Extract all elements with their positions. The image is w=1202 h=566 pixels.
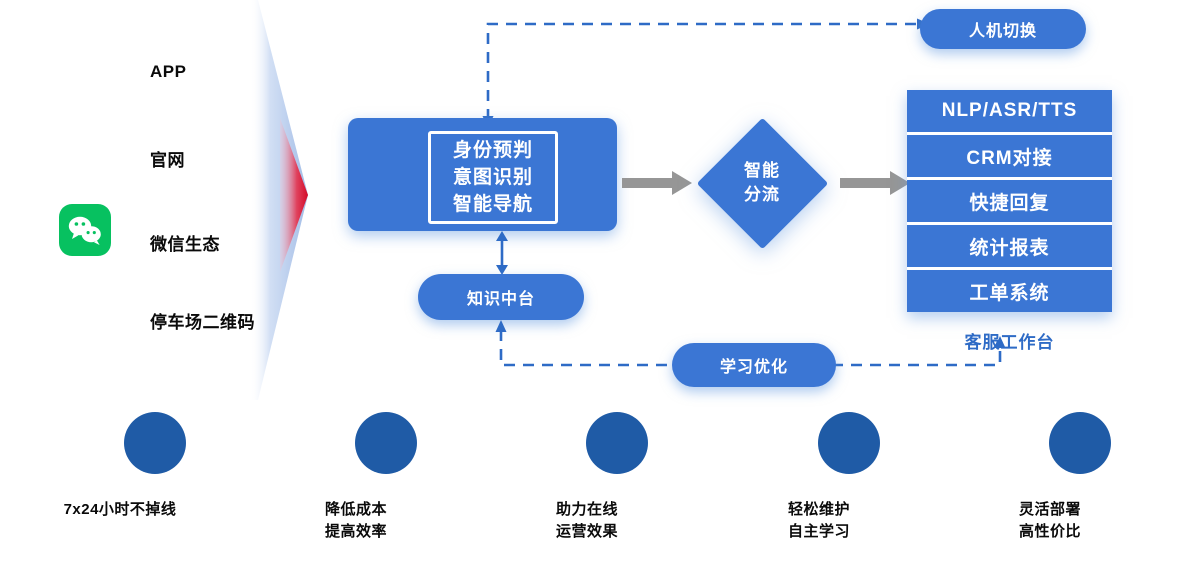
benefit-circle (817, 412, 880, 474)
benefit-label: 7x24小时不掉线 (63, 501, 177, 518)
arrow-router-to-workbench (840, 171, 910, 195)
channel-label-website: 官网 (150, 151, 185, 170)
handoff-pill-label: 人机切换 (968, 23, 1037, 40)
router-diamond-label: 智能 分流 (686, 159, 838, 207)
router-line-1: 智能 (744, 161, 780, 180)
core-engine-line-1: 身份预判 (452, 140, 533, 161)
channel-label-wechat: 微信生态 (150, 235, 220, 254)
workbench-item-ticket-system[interactable]: 工单系统 (907, 270, 1112, 312)
arrow-engine-to-router (622, 171, 692, 195)
workbench-item-quick-reply[interactable]: 快捷回复 (907, 180, 1112, 225)
channel-label-parking-qr: 停车场二维码 (150, 313, 255, 332)
benefit-item-deployment: 灵活部署 高性价比 (1019, 412, 1140, 543)
benefit-item-online-ops: 助力在线 运营效果 (556, 412, 677, 543)
workbench-item-label: 工单系统 (969, 282, 1050, 304)
benefit-circle (585, 412, 648, 474)
workbench-item-label: 快捷回复 (969, 192, 1050, 214)
arrow-engine-knowledge-bidirectional (496, 231, 508, 275)
benefit-label: 轻松维护 自主学习 (787, 501, 850, 540)
core-engine-box[interactable]: 身份预判 意图识别 智能导航 (348, 118, 617, 231)
workbench-item-label: CRM对接 (966, 147, 1053, 169)
workbench-item-nlp[interactable]: NLP/ASR/TTS (907, 90, 1112, 135)
core-engine-inner-frame: 身份预判 意图识别 智能导航 (428, 131, 558, 224)
core-engine-line-2: 意图识别 (452, 167, 533, 188)
workbench-item-label: 统计报表 (969, 237, 1050, 259)
learning-dashed-connector (495, 320, 1006, 367)
benefit-circle (354, 412, 417, 474)
handoff-dashed-connector (482, 18, 930, 125)
channel-label-app: APP (150, 62, 187, 81)
benefit-label: 助力在线 运营效果 (555, 501, 618, 540)
workbench-item-crm[interactable]: CRM对接 (907, 135, 1112, 180)
benefit-label: 降低成本 提高效率 (324, 501, 387, 540)
workbench-item-reports[interactable]: 统计报表 (907, 225, 1112, 270)
workbench-caption: 客服工作台 (964, 333, 1055, 352)
funnel-graphic (250, 0, 308, 400)
workbench-item-label: NLP/ASR/TTS (941, 100, 1078, 121)
benefit-item-uptime: 7x24小时不掉线 (64, 412, 220, 521)
knowledge-pill-label: 知识中台 (466, 291, 535, 308)
benefit-item-maintenance: 轻松维护 自主学习 (788, 412, 909, 543)
learning-pill[interactable]: 学习优化 (672, 343, 836, 387)
learning-pill-label: 学习优化 (719, 359, 788, 376)
workbench-stack: NLP/ASR/TTS CRM对接 快捷回复 统计报表 工单系统 (907, 90, 1112, 312)
handoff-pill[interactable]: 人机切换 (920, 9, 1086, 49)
benefit-item-cost: 降低成本 提高效率 (325, 412, 446, 543)
knowledge-pill[interactable]: 知识中台 (418, 274, 584, 320)
router-diamond[interactable]: 智能 分流 (686, 117, 838, 249)
router-line-2: 分流 (744, 185, 780, 204)
benefit-label: 灵活部署 高性价比 (1018, 501, 1081, 540)
benefit-circle (1048, 412, 1111, 474)
wechat-icon (59, 204, 111, 256)
core-engine-line-3: 智能导航 (452, 194, 533, 215)
benefit-circle (123, 412, 186, 474)
